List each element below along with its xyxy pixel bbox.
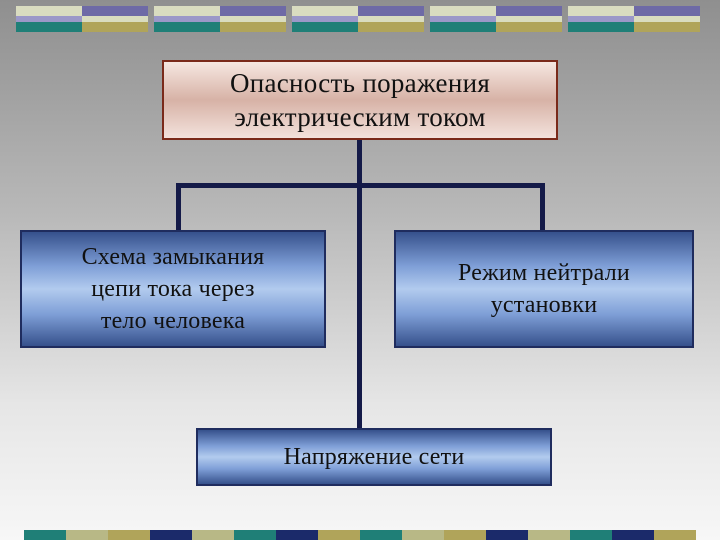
- deco-stripe: [66, 530, 108, 540]
- deco-stripe: [82, 16, 148, 22]
- deco-stripe: [528, 530, 570, 540]
- deco-stripe: [276, 530, 318, 540]
- deco-stripe: [192, 530, 234, 540]
- deco-stripe: [358, 6, 424, 16]
- deco-stripe: [430, 22, 496, 32]
- connector-root-trunk: [357, 140, 362, 428]
- node-network-voltage: Напряжение сети: [196, 428, 552, 486]
- deco-stripe: [634, 22, 700, 32]
- node-current-circuit-scheme: Схема замыкания цепи тока через тело чел…: [20, 230, 326, 348]
- deco-stripe: [154, 6, 220, 16]
- deco-stripe: [220, 22, 286, 32]
- node-neutral-mode: Режим нейтрали установки: [394, 230, 694, 348]
- deco-stripe: [568, 22, 634, 32]
- deco-stripe: [234, 530, 276, 540]
- deco-stripe: [430, 6, 496, 16]
- connector-to-left-box: [176, 183, 181, 230]
- deco-stripe: [568, 6, 634, 16]
- deco-stripe: [430, 16, 496, 22]
- deco-stripe: [358, 16, 424, 22]
- deco-stripe: [82, 6, 148, 16]
- deco-stripe: [16, 16, 82, 22]
- deco-stripe: [358, 22, 424, 32]
- deco-stripe: [318, 530, 360, 540]
- root-node-electric-shock-hazard: Опасность поражения электрическим током: [162, 60, 558, 140]
- deco-stripe: [150, 530, 192, 540]
- deco-stripe: [108, 530, 150, 540]
- deco-stripe: [496, 16, 562, 22]
- deco-stripe: [634, 6, 700, 16]
- deco-stripe: [402, 530, 444, 540]
- deco-stripe: [16, 22, 82, 32]
- deco-stripe: [496, 6, 562, 16]
- deco-stripe: [82, 22, 148, 32]
- deco-stripe: [154, 16, 220, 22]
- deco-stripe: [654, 530, 696, 540]
- deco-stripe: [486, 530, 528, 540]
- bottom-decorative-bar: [0, 530, 720, 540]
- deco-stripe: [16, 6, 82, 16]
- deco-stripe: [634, 16, 700, 22]
- deco-stripe: [220, 16, 286, 22]
- deco-stripe: [360, 530, 402, 540]
- deco-stripe: [220, 6, 286, 16]
- deco-stripe: [612, 530, 654, 540]
- deco-stripe: [24, 530, 66, 540]
- deco-stripe: [570, 530, 612, 540]
- top-decorative-bar: [0, 0, 720, 36]
- deco-stripe: [496, 22, 562, 32]
- connector-to-right-box: [540, 183, 545, 230]
- deco-stripe: [568, 16, 634, 22]
- deco-stripe: [292, 22, 358, 32]
- deco-stripe: [444, 530, 486, 540]
- connector-horizontal-bar: [176, 183, 545, 188]
- deco-stripe: [292, 16, 358, 22]
- deco-stripe: [292, 6, 358, 16]
- deco-stripe: [154, 22, 220, 32]
